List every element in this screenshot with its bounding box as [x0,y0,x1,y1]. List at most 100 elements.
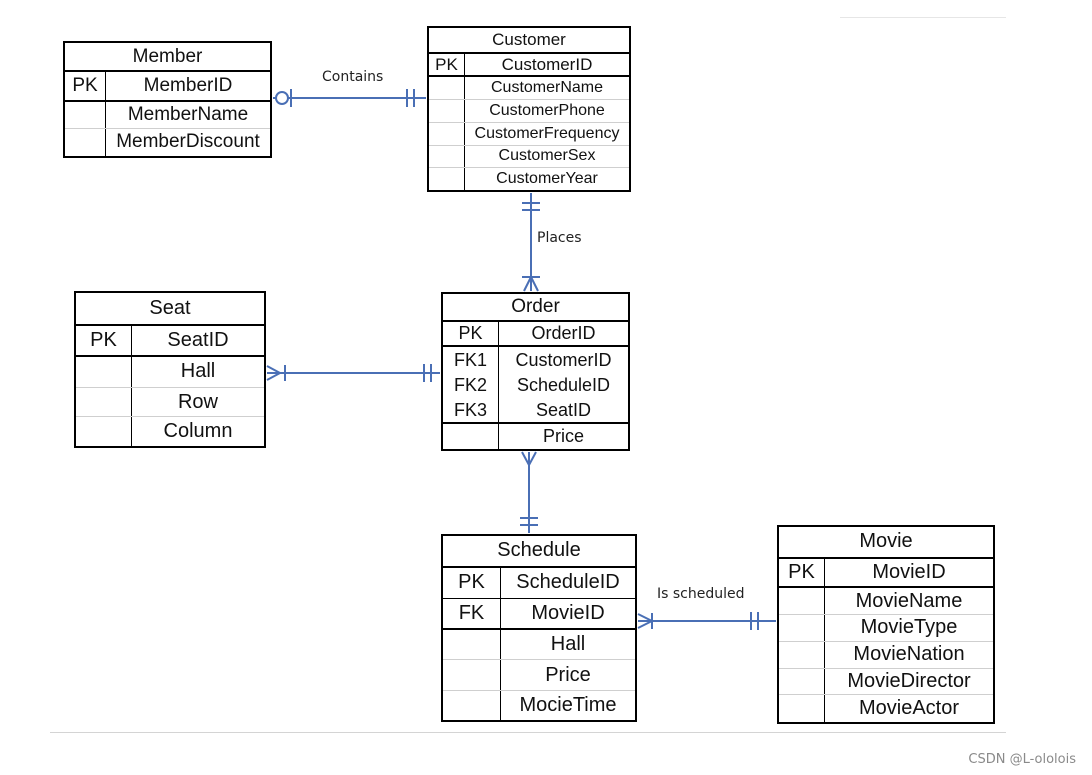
movie-attr-row: MovieActor [779,695,993,722]
movie-attr: MovieNation [853,643,965,666]
movie-title: Movie [779,527,993,559]
schedule-attr-row: Hall [443,629,635,661]
movie-attr-key [779,641,825,668]
customer-pk-name: CustomerID [501,54,593,74]
seat-attr: Hall [180,360,216,383]
seat-entity: Seat PK SeatID Hall Row Column [74,291,266,448]
order-schedule-connector [520,451,538,533]
seat-attr: Row [177,390,218,413]
seat-attr-row: Column [76,417,264,446]
member-title: Member [65,43,270,73]
seat-attr-row: Hall [76,357,264,388]
order-pk-key: PK [443,321,499,346]
order-fk-row: FK1 CustomerID [443,347,628,373]
schedule-attr: Hall [550,632,586,655]
movie-attr-key [779,588,825,615]
customer-attr: CustomerPhone [489,101,605,119]
seat-attr: Column [163,420,233,443]
movie-attr-row: MovieType [779,615,993,642]
movie-attr-row: MovieDirector [779,668,993,696]
movie-entity: Movie PK MovieID MovieName MovieType Mov… [777,525,995,724]
seat-pk-name: SeatID [167,328,229,351]
member-entity: Member PK MemberID MemberName MemberDisc… [63,41,272,158]
movie-pk-name: MovieID [872,561,946,584]
movie-pk-row: PK MovieID [779,558,993,589]
order-fk-name: CustomerID [515,349,612,370]
member-pk-row: PK MemberID [65,72,270,102]
order-fk-key: FK1 [443,347,499,373]
customer-pk-row: PK CustomerID [429,53,629,78]
member-attr-row: MemberDiscount [65,128,270,156]
schedule-fk-key: FK [443,598,501,628]
schedule-entity: Schedule PK ScheduleID FK MovieID Hall P… [441,534,637,722]
movie-attr: MovieActor [858,697,960,720]
order-entity: Order PK OrderID FK1 CustomerID FK2 Sche… [441,292,630,451]
customer-attr: CustomerYear [496,170,598,188]
order-attr: Price [542,426,584,447]
order-title: Order [443,294,628,322]
order-fk-key: FK3 [443,398,499,423]
top-rule [840,17,1006,18]
movie-attr-row: MovieName [779,588,993,616]
page-rule [50,732,1006,733]
customer-pk-key: PK [429,53,465,76]
schedule-pk-key: PK [443,567,501,598]
customer-attr-key [429,122,465,145]
order-attr-key [443,424,499,450]
customer-attr-row: CustomerPhone [429,100,629,123]
places-label: Places [537,230,582,246]
member-attr-row: MemberName [65,101,270,129]
movie-attr: MovieName [855,589,963,612]
is-scheduled-label: Is scheduled [657,586,745,602]
movie-attr-key [779,668,825,695]
schedule-fk-name: MovieID [531,601,605,624]
customer-attr-key [429,145,465,168]
seat-attr-key [76,387,132,417]
order-pk-name: OrderID [531,323,596,343]
schedule-attr-key [443,629,501,660]
customer-title: Customer [429,28,629,54]
customer-attr: CustomerFrequency [474,124,620,142]
movie-pk-key: PK [779,558,825,587]
is-scheduled-connector [637,612,776,630]
movie-attr-row: MovieNation [779,641,993,669]
member-attr-key [65,128,106,156]
customer-entity: Customer PK CustomerID CustomerName Cust… [427,26,631,192]
schedule-pk-row: PK ScheduleID [443,567,635,599]
seat-pk-key: PK [76,325,132,356]
customer-attr-row: CustomerName [429,77,629,101]
customer-attr-key [429,100,465,122]
seat-pk-row: PK SeatID [76,325,264,358]
movie-attr-key [779,615,825,641]
order-fk-row: FK2 ScheduleID [443,373,628,399]
seat-attr-key [76,357,132,387]
schedule-title: Schedule [443,536,635,568]
schedule-attr-row: MocieTime [443,691,635,720]
order-fk-row: FK3 SeatID [443,398,628,425]
schedule-attr: MocieTime [519,694,617,717]
customer-attr-row: CustomerFrequency [429,122,629,146]
schedule-attr-key [443,691,501,720]
member-pk-name: MemberID [143,75,233,97]
member-pk-key: PK [65,72,106,100]
schedule-pk-name: ScheduleID [516,571,620,594]
schedule-attr-key [443,660,501,691]
order-attr-row: Price [443,424,628,450]
movie-attr-key [779,695,825,722]
seat-order-connector [266,364,440,382]
schedule-fk-row: FK MovieID [443,598,635,630]
seat-attr-row: Row [76,387,264,418]
customer-attr: CustomerSex [498,147,596,165]
places-connector [522,193,540,292]
member-attr: MemberDiscount [116,131,260,153]
customer-attr: CustomerName [490,79,604,97]
seat-title: Seat [76,293,264,326]
schedule-attr: Price [545,663,591,686]
member-attr-key [65,101,106,128]
contains-connector [273,89,426,107]
order-fk-name: SeatID [535,400,592,420]
customer-attr-row: CustomerSex [429,145,629,169]
order-fk-key: FK2 [443,373,499,399]
customer-attr-key [429,168,465,190]
